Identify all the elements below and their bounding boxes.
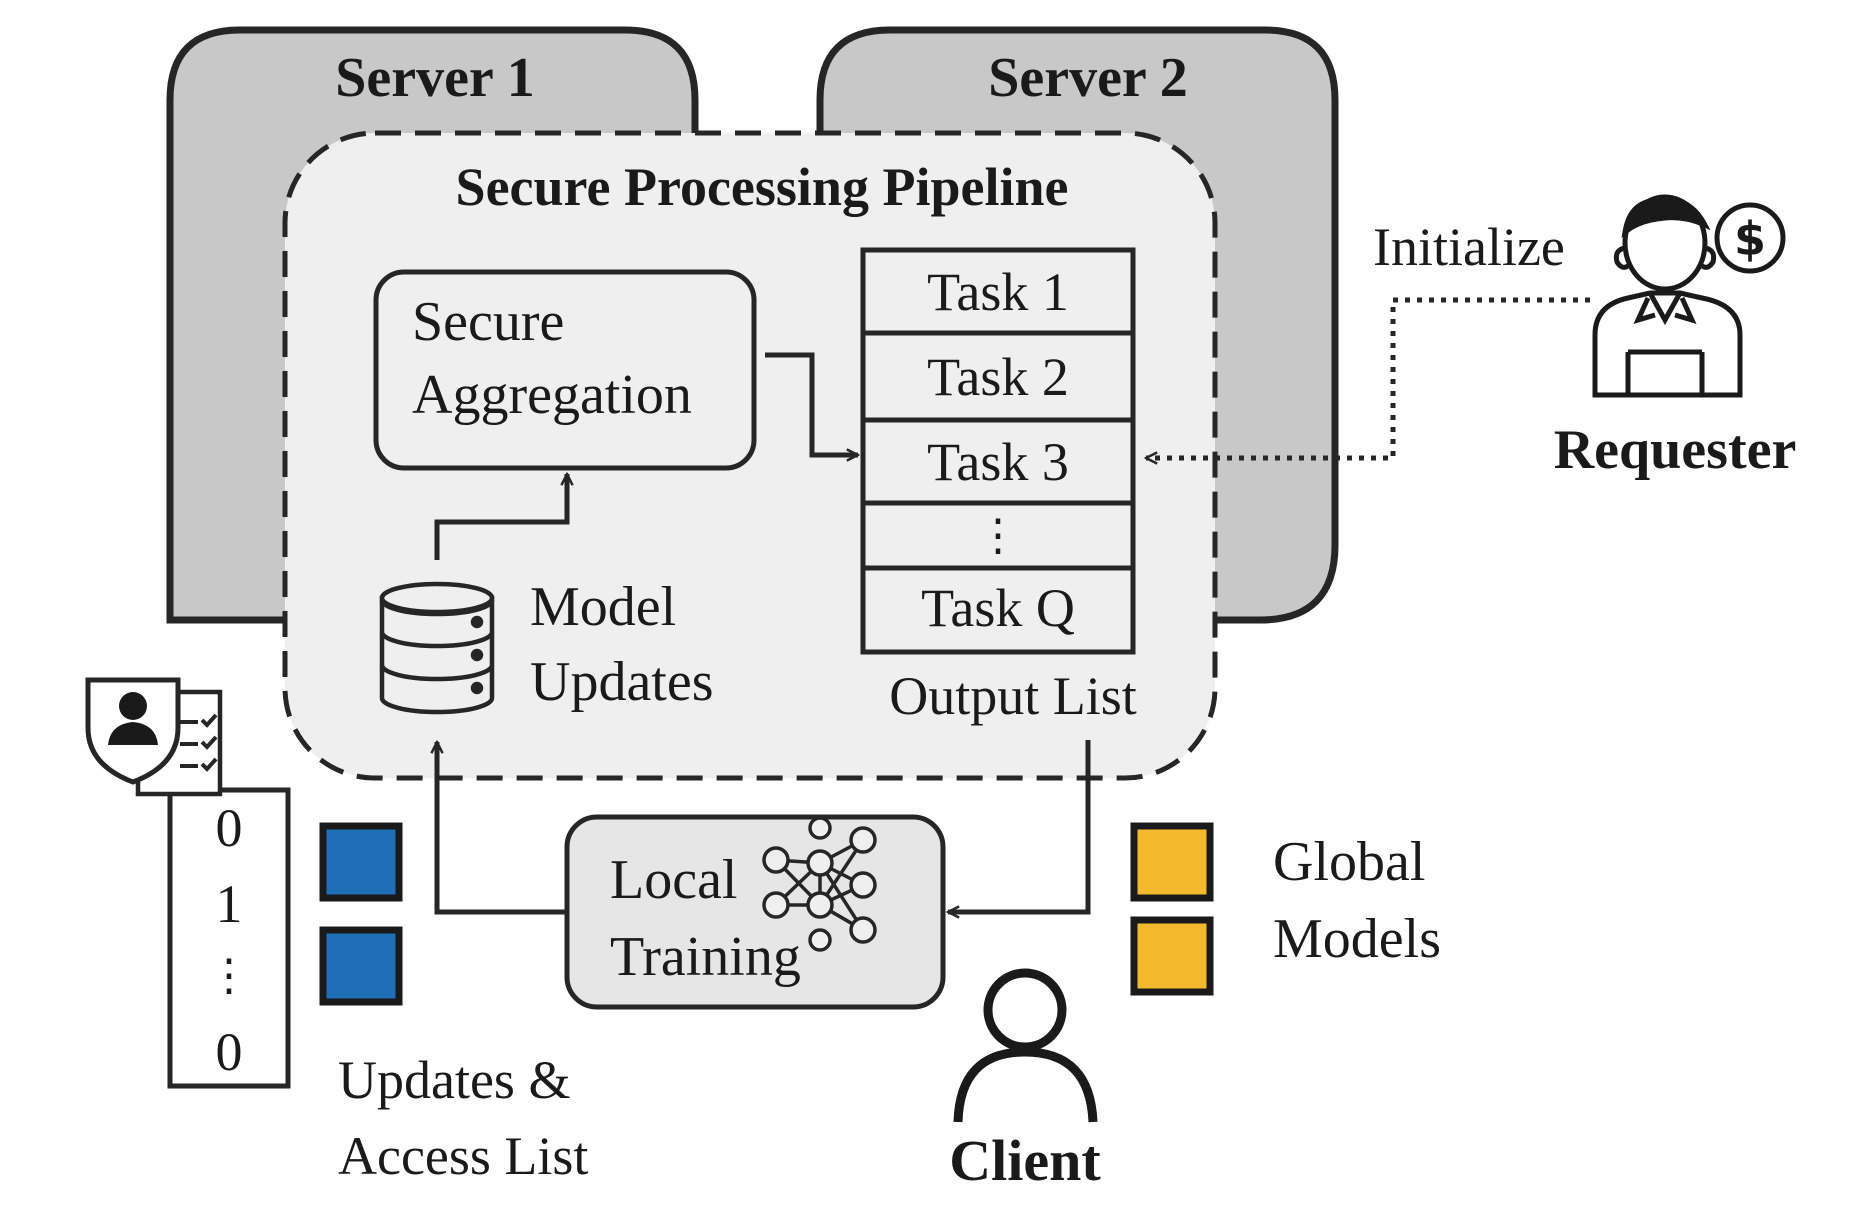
update-square-2: [319, 926, 403, 1006]
requester-with-dollar-icon: $: [1592, 194, 1786, 398]
secure-aggregation-line2: Aggregation: [412, 364, 692, 426]
secure-aggregation-line1: Secure: [412, 291, 564, 353]
local-training-line1: Local: [610, 849, 737, 911]
database-icon: [379, 581, 495, 715]
output-task-ellipsis: ⋮: [976, 511, 1020, 560]
local-training-line2: Training: [610, 926, 801, 988]
access-list-value-3: ⋮: [207, 951, 251, 1000]
global-models-line1: Global: [1273, 831, 1425, 893]
global-model-square-2: [1130, 916, 1214, 996]
update-square-1: [319, 822, 403, 902]
arrow-training-to-updates: [437, 742, 567, 915]
global-models-line2: Models: [1273, 908, 1441, 970]
updates-access-label-line2: Access List: [338, 1126, 588, 1186]
access-credential-icon: [85, 677, 223, 797]
model-updates-line2: Updates: [530, 651, 714, 713]
secure-aggregation-box: [373, 269, 757, 471]
global-model-square-1: [1130, 822, 1214, 902]
access-list-value-2: 1: [216, 874, 243, 934]
server-2-label: Server 2: [988, 47, 1188, 109]
model-updates-line1: Model: [530, 576, 676, 638]
output-task-2: Task 2: [927, 347, 1069, 407]
arrow-aggregation-to-output: [765, 352, 858, 455]
access-list-value-1: 0: [216, 798, 243, 858]
requester-label: Requester: [1554, 419, 1797, 481]
output-list-label: Output List: [889, 666, 1137, 726]
updates-access-label-line1: Updates &: [338, 1050, 570, 1110]
svg-text:$: $: [1734, 212, 1766, 266]
initialize-label: Initialize: [1373, 217, 1565, 277]
output-task-1: Task 1: [927, 262, 1069, 322]
client-label: Client: [949, 1128, 1101, 1193]
arrow-updates-to-aggregation: [434, 474, 567, 560]
neural-network-icon: [762, 816, 877, 952]
arrow-initialize: [1146, 297, 1590, 458]
output-task-3: Task 3: [927, 432, 1069, 492]
client-person-icon: [953, 968, 1098, 1123]
arrow-output-to-training: [948, 740, 1091, 912]
access-list-box: [167, 787, 291, 1089]
output-list: [860, 247, 1136, 655]
access-list-value-4: 0: [216, 1022, 243, 1082]
server-1-label: Server 1: [335, 47, 535, 109]
output-task-q: Task Q: [921, 578, 1075, 638]
pipeline-title: Secure Processing Pipeline: [456, 157, 1069, 217]
